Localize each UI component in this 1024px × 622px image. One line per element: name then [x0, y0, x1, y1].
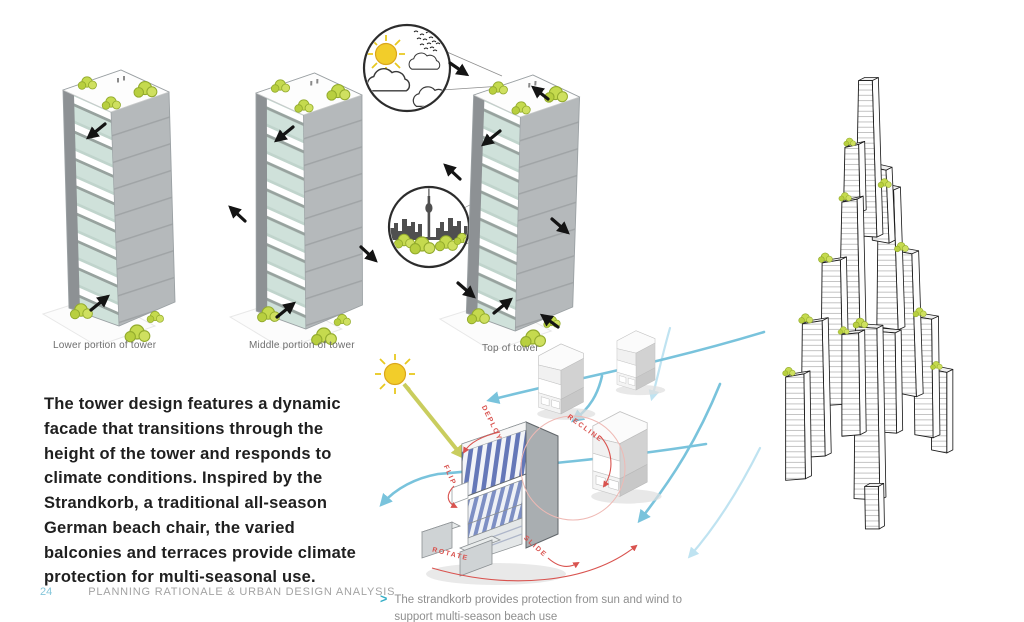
page-number: 24 — [40, 586, 53, 598]
inset-circles — [362, 23, 521, 269]
chevron-right-icon: > — [380, 592, 388, 606]
tower-diagram-lower — [35, 52, 195, 352]
direction-arrow-icon — [443, 61, 570, 329]
sun-clouds-birds-icon — [362, 23, 452, 113]
tower-diagram-middle — [228, 55, 378, 355]
caption-text: The strandkorb provides protection from … — [394, 594, 682, 622]
footer-title: PLANNING RATIONALE & URBAN DESIGN ANALYS… — [88, 586, 396, 598]
direction-arrow-icon — [228, 125, 378, 319]
page-footer: 24 PLANNING RATIONALE & URBAN DESIGN ANA… — [40, 586, 395, 598]
sun-icon — [367, 35, 405, 73]
sun-ray-arrow-icon — [402, 382, 465, 460]
strandkorb-diagram: DEPLOY RECLINE FLIP ROTATE SLIDE — [375, 326, 766, 585]
label-top-portion: Top of tower — [482, 343, 539, 354]
body-paragraph: The tower design features a dynamic faca… — [44, 395, 357, 587]
direction-arrow-icon — [86, 122, 110, 312]
tower-diagram-top — [436, 61, 596, 355]
tower-rendering — [782, 77, 954, 530]
action-label-flip: FLIP — [442, 464, 457, 487]
strandkorb-caption: > The strandkorb provides protection fro… — [380, 592, 690, 622]
label-middle-portion: Middle portion of tower — [249, 340, 355, 351]
cn-tower-skyline-icon — [387, 185, 471, 269]
label-lower-portion: Lower portion of tower — [53, 340, 157, 351]
action-annotations — [431, 415, 638, 582]
birds-icon — [413, 30, 441, 52]
strandkorb-chair-icon — [420, 421, 566, 585]
